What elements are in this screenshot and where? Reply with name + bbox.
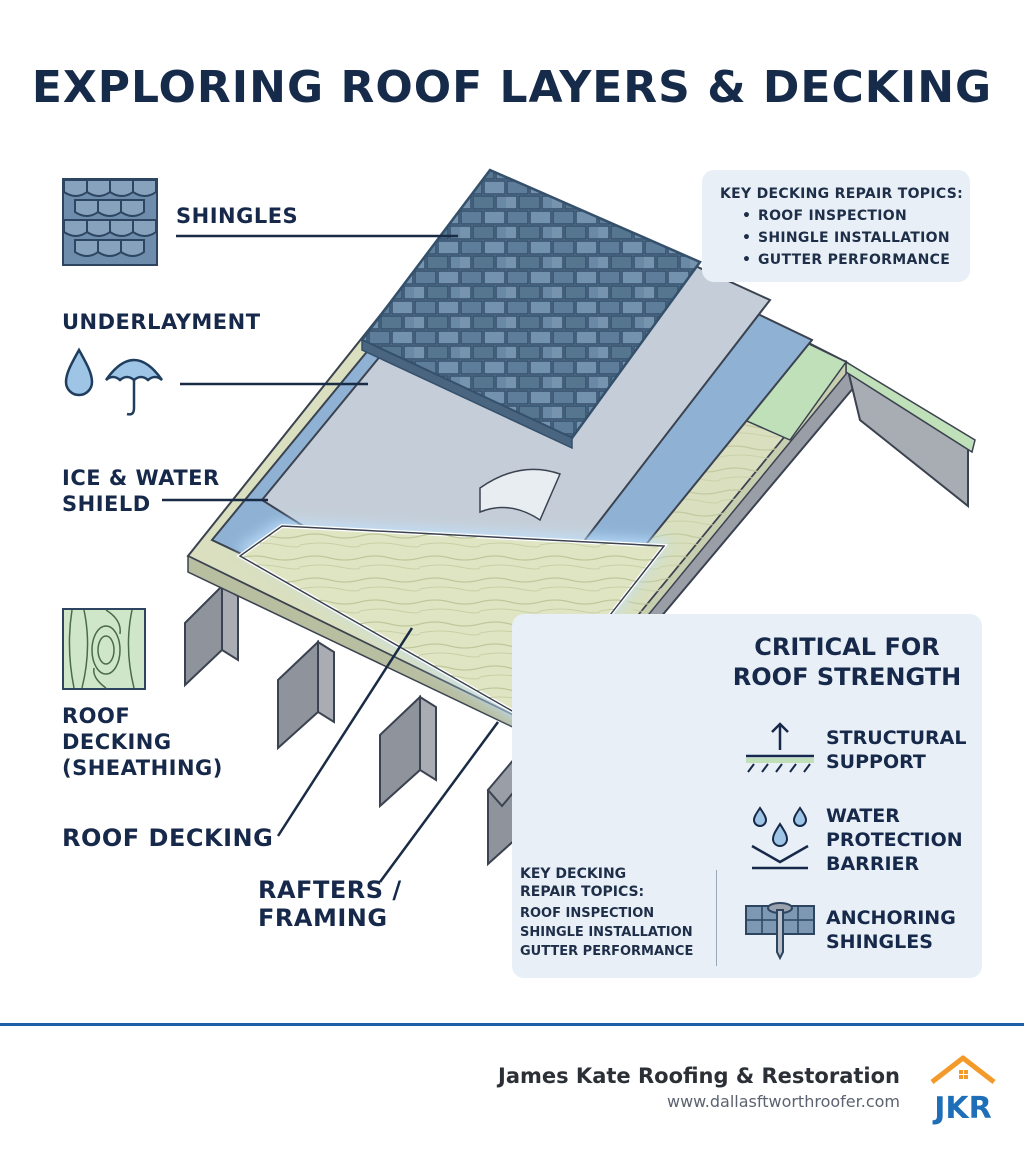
topics-divider [716,870,717,966]
topics-top-item: ROOF INSPECTION [742,208,907,224]
feature-anchor-line1: ANCHORING [826,907,956,929]
feature-structural-line2: SUPPORT [826,751,926,773]
company-website[interactable]: www.dallasftworthroofer.com [666,1092,900,1111]
topics-top-heading: KEY DECKING REPAIR TOPICS: [720,186,963,202]
strength-title-2: ROOF STRENGTH [732,663,962,691]
topics-bottom-heading-1: KEY DECKING [520,866,627,882]
footer-rule [0,1023,1024,1026]
topics-bottom-item: GUTTER PERFORMANCE [520,944,694,959]
label-rafters-2: FRAMING [258,904,388,932]
label-roof-decking-3: (SHEATHING) [62,756,223,780]
shingles-icon [62,178,158,266]
feature-structural-line1: STRUCTURAL [826,727,967,749]
feature-water-line1: WATER [826,805,900,827]
wood-grain-icon [62,608,146,690]
roof-strength-panel: CRITICAL FOR ROOF STRENGTH STRUCTURAL SU… [512,614,982,978]
feature-water-line3: BARRIER [826,853,920,875]
structural-support-icon [746,722,814,773]
topics-bottom-item: ROOF INSPECTION [520,906,655,921]
water-barrier-icon [751,806,809,870]
topics-bottom-item: SHINGLE INSTALLATION [520,925,693,940]
topics-top-item: GUTTER PERFORMANCE [742,252,950,268]
umbrella-icon [104,358,164,416]
feature-anchor-line2: SHINGLES [826,931,933,953]
company-name: James Kate Roofing & Restoration [498,1064,900,1088]
label-underlayment: UNDERLAYMENT [62,310,261,334]
feature-water-line2: PROTECTION [826,829,963,851]
label-ice-water-2: SHIELD [62,492,151,516]
page-title: EXPLORING ROOF LAYERS & DECKING [31,62,993,113]
label-roof-decking-1: ROOF [62,704,131,728]
label-ice-water-1: ICE & WATER [62,466,220,490]
topics-bottom-heading-2: REPAIR TOPICS: [520,884,645,900]
label-rafters-1: RAFTERS / [258,876,402,904]
label-roof-decking-2: DECKING [62,730,172,754]
nail-anchor-icon [745,902,815,960]
logo-text: JKR [932,1091,992,1126]
label-shingles: SHINGLES [176,204,299,228]
strength-title-1: CRITICAL FOR [754,633,940,661]
topics-panel-top: KEY DECKING REPAIR TOPICS: ROOF INSPECTI… [702,170,970,282]
water-drop-icon [64,347,94,397]
topics-top-item: SHINGLE INSTALLATION [742,230,950,246]
company-logo: JKR [930,1055,996,1126]
label-roof-decking-callout: ROOF DECKING [62,824,274,852]
